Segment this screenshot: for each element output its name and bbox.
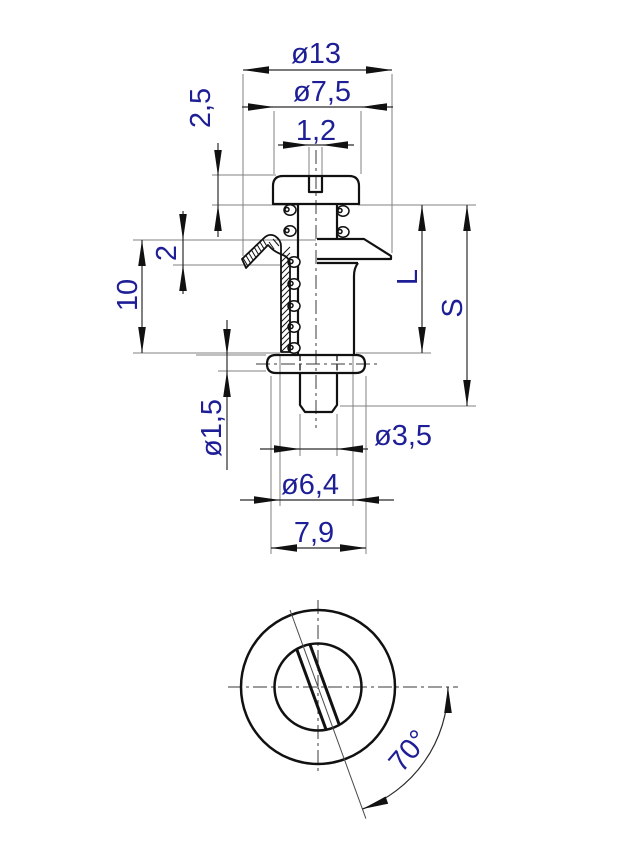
stud-tip bbox=[298, 373, 339, 414]
sleeve-barrel bbox=[352, 262, 359, 355]
dim-head-diameter: ø7,5 bbox=[293, 76, 351, 108]
inner-circle bbox=[273, 642, 363, 732]
bottom-view: 70° bbox=[228, 600, 458, 819]
slot-axis-line bbox=[289, 609, 367, 819]
outer-circle bbox=[239, 608, 397, 766]
dim-pin-length: 7,9 bbox=[294, 517, 334, 549]
retainer-bracket-section bbox=[241, 233, 291, 353]
screw-head bbox=[271, 174, 361, 206]
dim-slot-angle: 70° bbox=[383, 724, 436, 778]
front-view-section: ø13 ø7,5 1,2 2,5 2 10 ø1,5 ø3,5 ø6,4 7,9… bbox=[112, 38, 476, 554]
slot-lines bbox=[295, 643, 341, 731]
cone-flange bbox=[317, 237, 393, 355]
extension-lines bbox=[133, 74, 476, 554]
dim-length-l: L bbox=[392, 269, 424, 285]
dim-length-s: S bbox=[437, 298, 469, 317]
dim-pin-diameter: ø1,5 bbox=[196, 399, 228, 457]
dim-head-height: 2,5 bbox=[185, 88, 217, 128]
dim-stud-diameter: ø3,5 bbox=[374, 420, 432, 452]
dim-barrel-diameter: ø6,4 bbox=[281, 469, 339, 501]
dim-sleeve-length: 10 bbox=[112, 279, 144, 311]
centerlines bbox=[256, 150, 380, 428]
slot bbox=[307, 176, 324, 194]
dim-head-flange-diameter: ø13 bbox=[291, 38, 341, 70]
cross-pin bbox=[265, 353, 367, 375]
arrowheads bbox=[138, 66, 471, 552]
angle-arc-arrowheads bbox=[362, 687, 452, 809]
dim-flange-height: 2 bbox=[151, 245, 183, 261]
dim-slot-width: 1,2 bbox=[296, 115, 336, 147]
